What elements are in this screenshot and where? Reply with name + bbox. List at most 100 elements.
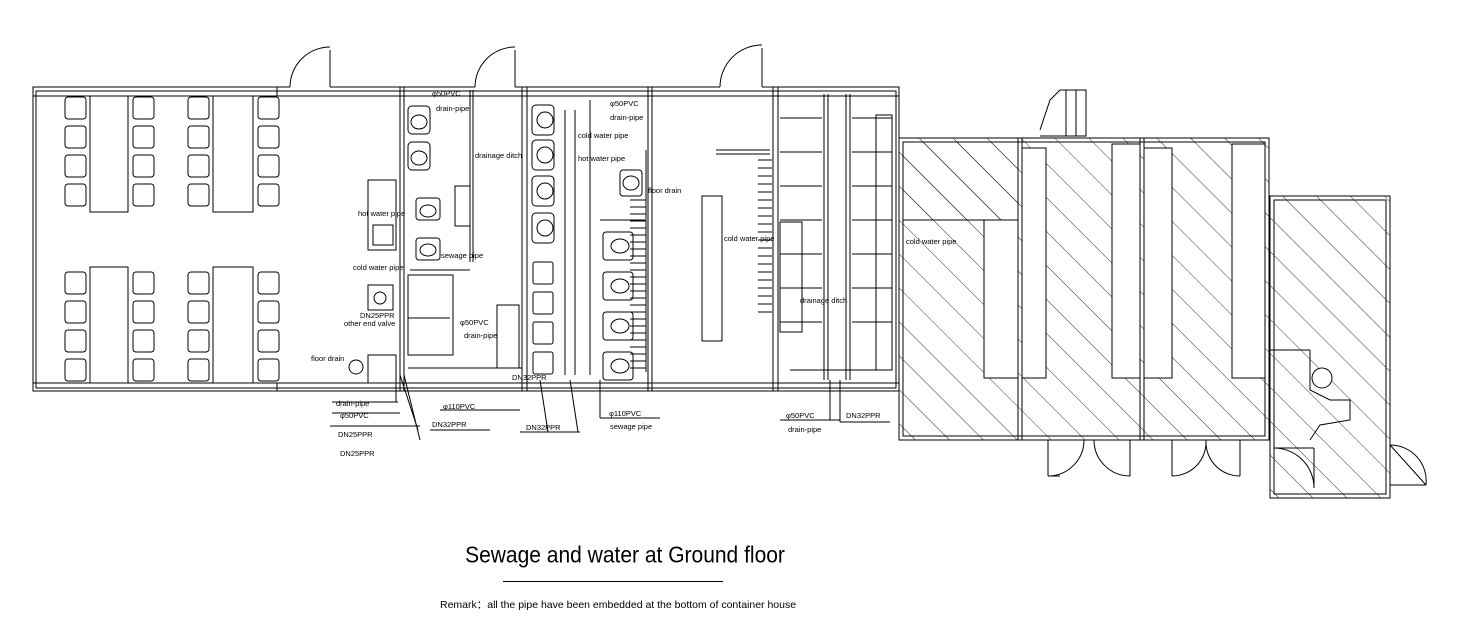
toilet-bowl <box>610 278 630 294</box>
sink <box>531 139 555 171</box>
label-drain-pipe-c: drain-pipe <box>336 399 369 408</box>
label-phi110pvc-b: φ110PVC <box>609 409 642 418</box>
hatched-area <box>898 89 1391 499</box>
label-hot-water-pipe-a: hot water pipe <box>358 209 405 218</box>
chair <box>132 271 155 295</box>
chair <box>257 125 280 149</box>
label-cold-water-pipe-a: cold water pipe <box>353 263 403 272</box>
sink-basin <box>536 111 554 129</box>
toilet <box>602 271 634 301</box>
shower-fixtures <box>779 94 893 380</box>
label-phi50pvc-e: φ50PVC <box>786 411 815 420</box>
label-phi50pvc-b: φ50PVC <box>460 318 489 327</box>
chair <box>257 183 280 207</box>
label-drainage-ditch-a: drainage ditch <box>475 151 522 160</box>
label-drain-pipe-a: drain-pipe <box>436 104 469 113</box>
label-other-end-valve: other end valve <box>344 319 395 328</box>
pipe-labels: φ50PVC drain-pipe drainage ditch hot wat… <box>311 89 956 458</box>
chair <box>64 300 87 324</box>
sink-basin <box>536 219 554 237</box>
door-top-2 <box>474 46 516 88</box>
drainage-ditch <box>779 221 803 333</box>
toilet <box>602 231 634 261</box>
chair <box>257 300 280 324</box>
label-dn25ppr-b: DN25PPR <box>338 430 373 439</box>
sink <box>531 104 555 136</box>
door-top-1 <box>289 46 331 88</box>
label-cold-water-pipe-c: cold water pipe <box>724 234 774 243</box>
dining-chairs <box>64 96 280 382</box>
label-dn32ppr-b: DN32PPR <box>512 373 547 382</box>
urinal <box>532 261 554 285</box>
label-dn32ppr-c: DN32PPR <box>526 423 561 432</box>
chair <box>64 183 87 207</box>
urinal <box>532 351 554 375</box>
title-underline <box>503 581 723 582</box>
label-drainage-ditch-b: drainage ditch <box>800 296 847 305</box>
room4-fixtures <box>701 149 772 342</box>
sink <box>531 175 555 207</box>
doors-bottom <box>1047 439 1427 489</box>
chair <box>132 300 155 324</box>
dining-tables <box>89 95 254 384</box>
chair <box>132 154 155 178</box>
chair <box>257 271 280 295</box>
chair <box>187 154 210 178</box>
urinal <box>532 291 554 315</box>
label-phi50pvc-d: φ50PVC <box>610 99 639 108</box>
chair <box>64 271 87 295</box>
label-dn32ppr-d: DN32PPR <box>846 411 881 420</box>
label-drain-pipe-e: drain-pipe <box>788 425 821 434</box>
chair <box>187 183 210 207</box>
label-phi110pvc-a: φ110PVC <box>443 402 476 411</box>
sink-basin <box>536 182 554 200</box>
toilet-bowl <box>610 238 630 254</box>
label-dn25ppr-c: DN25PPR <box>340 449 375 458</box>
leader-lines <box>330 374 890 441</box>
sink <box>531 212 555 244</box>
label-dn25ppr-a: DN25PPR <box>360 311 395 320</box>
label-sewage-pipe-b: sewage pipe <box>610 422 652 431</box>
chair <box>187 96 210 120</box>
chair <box>132 358 155 382</box>
washroom-fixtures <box>348 90 522 384</box>
label-phi50pvc-c: φ50PVC <box>340 411 369 420</box>
toilet-fixtures <box>531 100 647 381</box>
drawing-title: Sewage and water at Ground floor <box>465 542 785 569</box>
chair <box>257 154 280 178</box>
sink <box>619 169 643 197</box>
chair <box>64 125 87 149</box>
chair <box>132 96 155 120</box>
chair <box>257 96 280 120</box>
sink-basin <box>622 175 640 191</box>
label-floor-drain-b: floor drain <box>648 186 681 195</box>
chair <box>64 358 87 382</box>
urinal <box>532 321 554 345</box>
chair <box>132 125 155 149</box>
toilet-bowl <box>610 318 630 334</box>
chair <box>64 329 87 353</box>
chair <box>132 329 155 353</box>
chair <box>257 358 280 382</box>
door-top-3 <box>719 44 763 88</box>
chair <box>132 183 155 207</box>
shower-wall <box>875 114 893 371</box>
sink-basin <box>536 146 554 164</box>
drawing-remark: Remark：all the pipe have been embedded a… <box>440 599 797 611</box>
container-walls <box>32 86 900 392</box>
label-phi50pvc-a: φ50PVC <box>432 89 461 98</box>
label-drain-pipe-b: drain-pipe <box>464 331 497 340</box>
chair <box>187 300 210 324</box>
chair <box>187 358 210 382</box>
chair <box>64 96 87 120</box>
chair <box>187 125 210 149</box>
label-floor-drain-a: floor drain <box>311 354 344 363</box>
label-hot-water-pipe-b: hot water pipe <box>578 154 625 163</box>
label-dn32ppr-a: DN32PPR <box>432 420 467 429</box>
label-sewage-pipe-a: sewage pipe <box>441 251 483 260</box>
chair <box>187 329 210 353</box>
label-cold-water-pipe-d: cold water pipe <box>906 237 956 246</box>
chair <box>257 329 280 353</box>
label-cold-water-pipe-b: cold water pipe <box>578 131 628 140</box>
